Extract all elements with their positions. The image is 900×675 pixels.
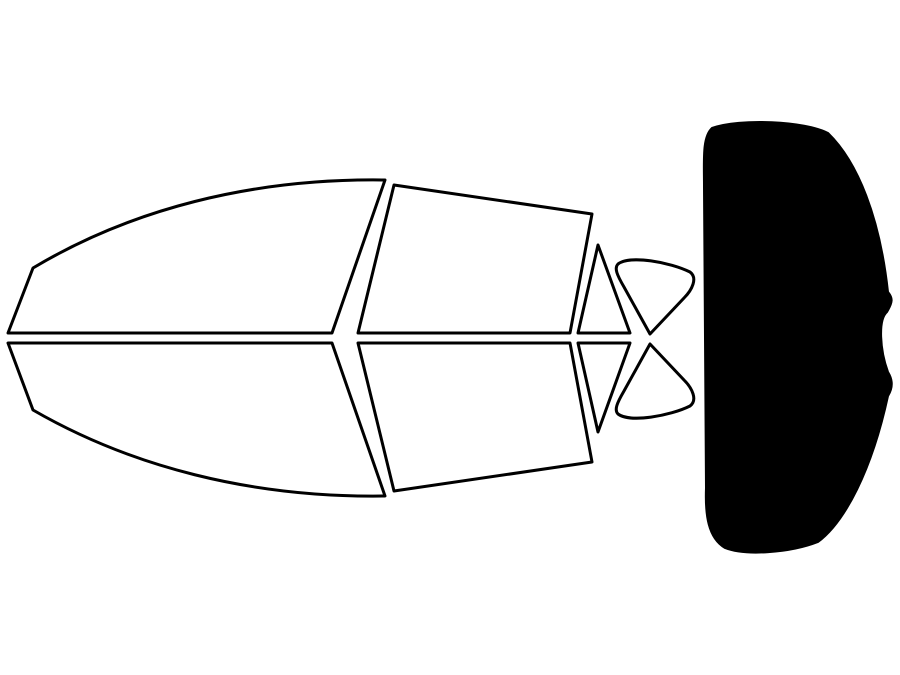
- rear-right-window-shape[interactable]: [356, 341, 594, 493]
- left-vent-glass-shape[interactable]: [614, 258, 696, 336]
- right-vent-glass-shape[interactable]: [614, 342, 696, 420]
- rear-right-quarter-glass-shape[interactable]: [576, 341, 632, 434]
- front-left-window-shape[interactable]: [6, 178, 387, 335]
- rear-windshield-shape[interactable]: [702, 121, 893, 554]
- rear-left-window-shape[interactable]: [356, 183, 594, 335]
- front-right-window-shape[interactable]: [6, 341, 387, 498]
- rear-left-quarter-glass-shape[interactable]: [576, 243, 632, 335]
